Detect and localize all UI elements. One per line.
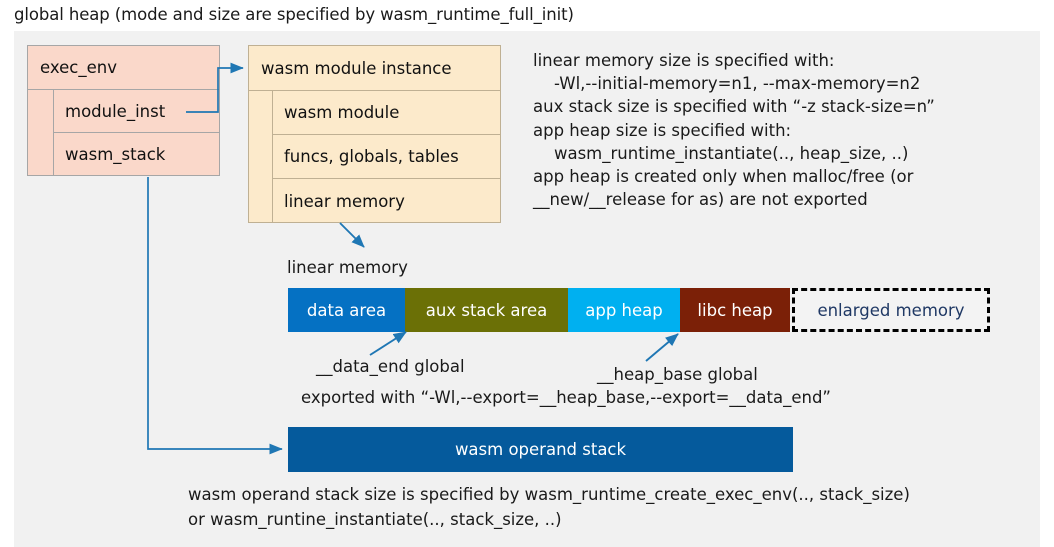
- memory-segment-data-area: data area: [288, 288, 405, 332]
- annotation-data-end: __data_end global: [316, 357, 465, 376]
- memory-segment-label: enlarged memory: [817, 300, 965, 320]
- memory-segment-label: app heap: [585, 300, 663, 320]
- annotation-exported-with: exported with “-Wl,--export=__heap_base,…: [301, 388, 831, 407]
- page-title: global heap (mode and size are specified…: [14, 5, 574, 24]
- exec-env-field-wasm-stack: wasm_stack: [65, 145, 166, 164]
- linear-memory-caption: linear memory: [287, 258, 408, 277]
- module-instance-field-funcs-globals-tables: funcs, globals, tables: [273, 135, 500, 179]
- memory-segment-label: aux stack area: [425, 300, 548, 320]
- module-instance-field-linear-memory: linear memory: [284, 191, 405, 211]
- memory-segment-libc-heap: libc heap: [680, 288, 790, 332]
- wasm-module-instance-box: wasm module instance wasm module funcs, …: [248, 45, 501, 223]
- memory-segment-aux-stack-area: aux stack area: [405, 288, 568, 332]
- wasm-module-instance-header: wasm module instance: [249, 46, 500, 91]
- memory-segment-app-heap: app heap: [568, 288, 680, 332]
- operand-stack-note: wasm operand stack size is specified by …: [188, 485, 910, 529]
- memory-segment-label: data area: [306, 300, 387, 320]
- linear-memory-note: linear memory size is specified with: -W…: [533, 51, 935, 210]
- module-instance-gutter: [249, 91, 273, 222]
- wasm-operand-stack-label: wasm operand stack: [454, 440, 627, 459]
- annotation-heap-base: __heap_base global: [597, 365, 758, 384]
- exec-env-box: exec_env module_inst wasm_stack: [27, 45, 220, 176]
- exec-env-field-module-inst: module_inst: [54, 90, 219, 133]
- wasm-operand-stack-bar: wasm operand stack: [288, 427, 793, 472]
- memory-segment-label: libc heap: [697, 300, 773, 320]
- exec-env-gutter: [28, 90, 54, 175]
- module-instance-field-wasm-module: wasm module: [273, 91, 500, 135]
- exec-env-header: exec_env: [28, 46, 219, 90]
- memory-segment-enlarged-memory: enlarged memory: [792, 288, 990, 332]
